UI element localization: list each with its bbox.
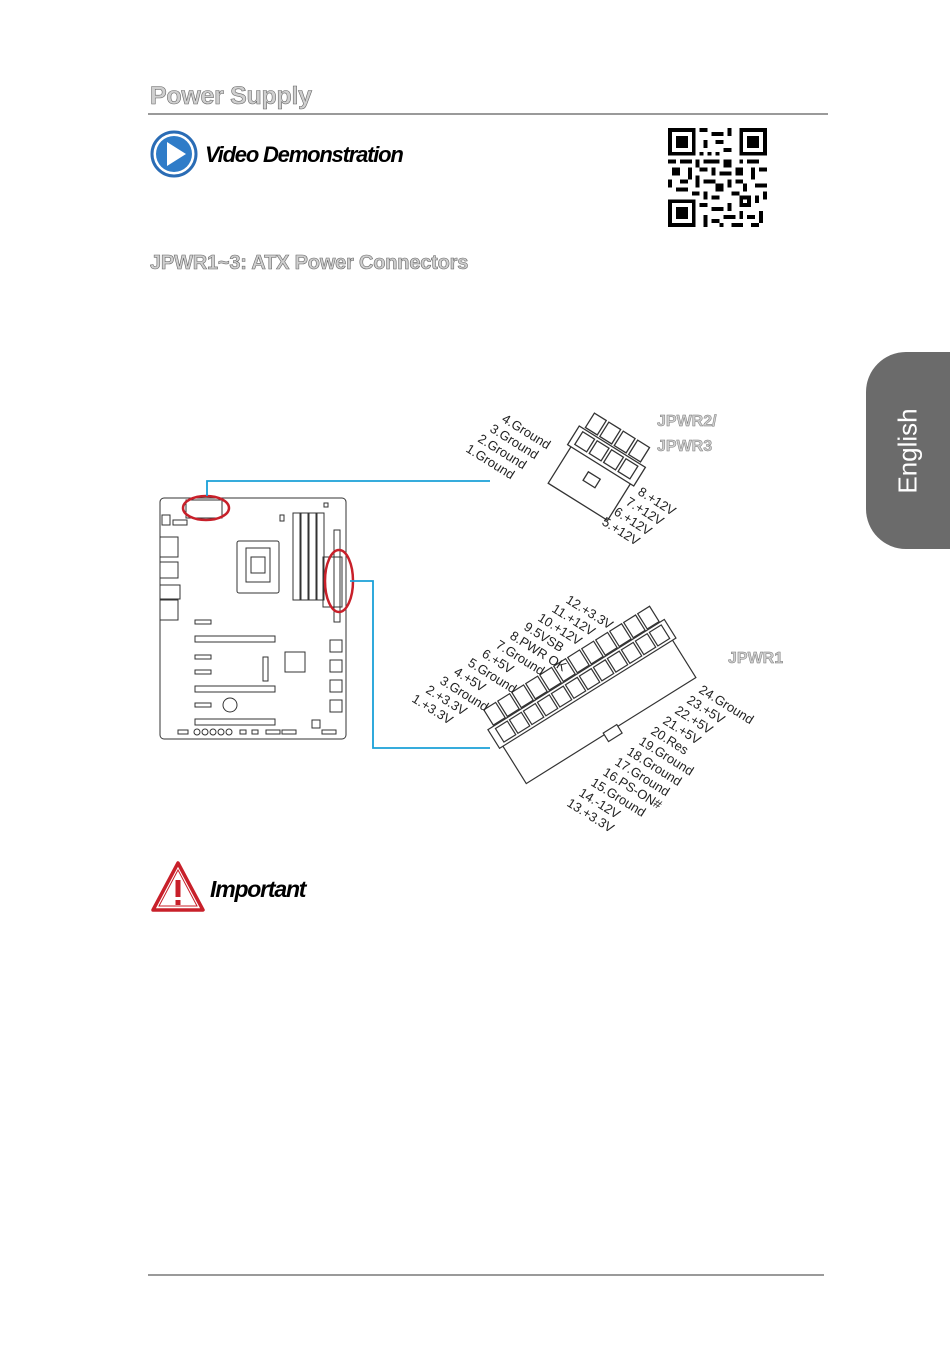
connector-pin bbox=[550, 685, 573, 708]
connector-pin bbox=[636, 605, 660, 630]
jpwr2-3-title-line1: JPWR2/ bbox=[657, 413, 717, 430]
video-demonstration-label[interactable]: Video Demonstration bbox=[205, 142, 404, 167]
connector-pin bbox=[594, 631, 618, 656]
connector-pin bbox=[494, 720, 517, 743]
connector-pin bbox=[482, 701, 507, 726]
jpwr1-right-pin-labels: 24.Ground23.+5V22.+5V21.+5V20.Res19.Grou… bbox=[564, 682, 756, 836]
connector-pin bbox=[510, 684, 534, 709]
jpwr2-3-highlight bbox=[181, 494, 231, 522]
jpwr1-title: JPWR1 bbox=[728, 650, 783, 667]
connector-pin bbox=[496, 692, 521, 718]
motherboard-layout bbox=[159, 497, 347, 740]
connector-pin bbox=[566, 649, 590, 674]
connector-pin bbox=[580, 640, 604, 665]
connector-pin bbox=[620, 641, 643, 665]
connector-pin bbox=[634, 632, 657, 656]
jpwr1-connector bbox=[482, 605, 697, 785]
play-icon[interactable] bbox=[150, 130, 200, 180]
connector-pin bbox=[538, 666, 562, 691]
connector-pin bbox=[578, 667, 601, 691]
jpwr2-3-connector bbox=[547, 412, 651, 522]
connector-heading: JPWR1~3: ATX Power Connectors bbox=[150, 252, 469, 275]
connector-pin bbox=[606, 650, 629, 673]
footer-divider bbox=[148, 1274, 824, 1276]
connector-pin bbox=[564, 676, 587, 700]
connector-pin bbox=[592, 659, 615, 682]
connector-pin bbox=[552, 657, 576, 683]
connector-pin bbox=[608, 622, 632, 648]
warning-icon bbox=[151, 861, 205, 912]
connector-pin bbox=[524, 675, 548, 700]
connector-pin bbox=[536, 694, 559, 717]
language-tab[interactable]: English bbox=[866, 352, 950, 549]
connector-pin bbox=[508, 711, 531, 735]
connector-pin bbox=[648, 624, 671, 647]
jpwr1-highlight bbox=[323, 548, 355, 614]
connector-pin bbox=[622, 614, 646, 639]
jpwr2-3-title-line2: JPWR3 bbox=[657, 438, 712, 455]
qr-code bbox=[668, 128, 767, 227]
section-title: Power Supply bbox=[150, 82, 313, 111]
jpwr2-3-leader bbox=[206, 480, 490, 496]
connector-pin bbox=[522, 702, 545, 726]
title-divider bbox=[148, 113, 828, 115]
jpwr1-leader bbox=[350, 580, 490, 749]
important-label: Important bbox=[210, 876, 306, 902]
